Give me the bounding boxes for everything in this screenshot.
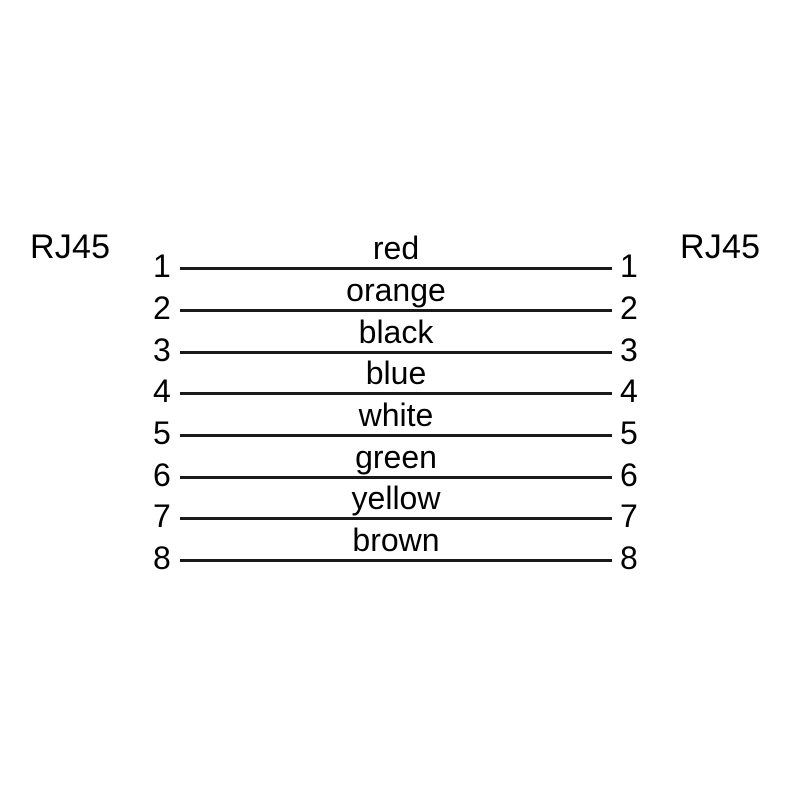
wire-color-label: brown	[352, 522, 440, 558]
wire-color-label: yellow	[351, 480, 441, 516]
wire-color-label: blue	[365, 355, 427, 391]
left-pin-number: 6	[153, 457, 171, 493]
wire-color-label: white	[358, 397, 434, 433]
left-pin-number: 5	[153, 415, 171, 451]
wire-color-label: orange	[346, 272, 446, 308]
wire-color-label: black	[358, 314, 434, 350]
right-pin-number: 8	[620, 540, 638, 576]
right-pin-number: 6	[620, 457, 638, 493]
right-pin-number: 1	[620, 248, 638, 284]
left-pin-number: 8	[153, 540, 171, 576]
right-connector-label: RJ45	[680, 228, 761, 266]
wire-line	[180, 309, 612, 312]
right-pin-number: 4	[620, 373, 638, 409]
wire-line	[180, 434, 612, 437]
left-pin-number: 1	[153, 248, 171, 284]
wire-color-label: green	[355, 439, 437, 475]
right-pin-number: 3	[620, 332, 638, 368]
wire-line	[180, 476, 612, 479]
right-pin-number: 7	[620, 498, 638, 534]
left-pin-number: 2	[153, 290, 171, 326]
wire-line	[180, 517, 612, 520]
right-pin-number: 5	[620, 415, 638, 451]
right-pin-number: 2	[620, 290, 638, 326]
wire-color-label: red	[372, 230, 420, 266]
left-pin-number: 4	[153, 373, 171, 409]
wire-line	[180, 392, 612, 395]
wire-line	[180, 267, 612, 270]
wire-line	[180, 351, 612, 354]
wire-line	[180, 559, 612, 562]
left-connector-label: RJ45	[30, 228, 111, 266]
left-pin-number: 3	[153, 332, 171, 368]
left-pin-number: 7	[153, 498, 171, 534]
